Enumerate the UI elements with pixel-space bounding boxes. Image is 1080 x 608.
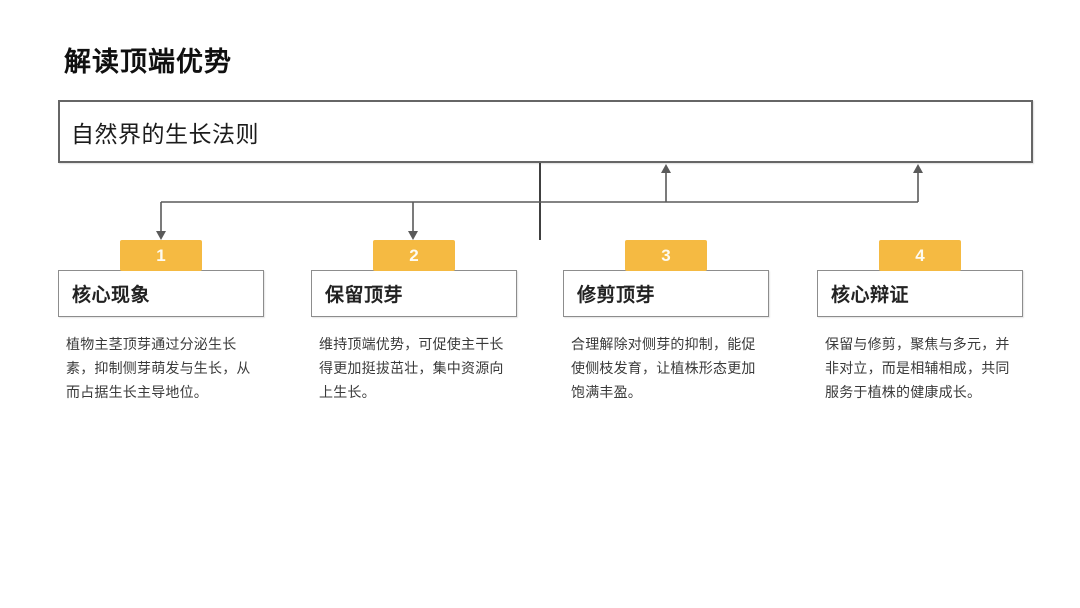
step-badge: 3 [625, 240, 707, 271]
arrowhead-down-step-2 [408, 231, 418, 240]
arrowhead-down-step-1 [156, 231, 166, 240]
step-badge: 4 [879, 240, 961, 271]
column-step-4: 4 核心辩证 保留与修剪，聚焦与多元，并非对立，而是相辅相成，共同服务于植株的健… [817, 240, 1023, 404]
step-heading-box: 核心现象 [58, 270, 264, 317]
step-heading-label: 保留顶芽 [325, 285, 404, 306]
arrowhead-up-step-3 [661, 164, 671, 173]
step-description: 维持顶端优势，可促使主干长得更加挺拔茁壮，集中资源向上生长。 [319, 336, 504, 400]
root-rule-box: 自然界的生长法则 [58, 100, 1033, 163]
step-description: 植物主茎顶芽通过分泌生长素，抑制侧芽萌发与生长，从而占据生长主导地位。 [66, 336, 251, 400]
column-step-2: 2 保留顶芽 维持顶端优势，可促使主干长得更加挺拔茁壮，集中资源向上生长。 [311, 240, 517, 404]
arrowhead-up-step-4 [913, 164, 923, 173]
step-heading-box: 保留顶芽 [311, 270, 517, 317]
column-step-1: 1 核心现象 植物主茎顶芽通过分泌生长素，抑制侧芽萌发与生长，从而占据生长主导地… [58, 240, 264, 404]
step-heading-box: 修剪顶芽 [563, 270, 769, 317]
step-badge: 1 [120, 240, 202, 271]
root-rule-label: 自然界的生长法则 [71, 120, 259, 147]
column-step-3: 3 修剪顶芽 合理解除对侧芽的抑制，能促使侧枝发育，让植株形态更加饱满丰盈。 [563, 240, 769, 404]
step-heading-label: 核心辩证 [831, 285, 910, 306]
step-heading-label: 核心现象 [72, 285, 151, 306]
step-description: 合理解除对侧芽的抑制，能促使侧枝发育，让植株形态更加饱满丰盈。 [571, 336, 756, 400]
step-badge: 2 [373, 240, 455, 271]
step-description: 保留与修剪，聚焦与多元，并非对立，而是相辅相成，共同服务于植株的健康成长。 [825, 336, 1010, 400]
step-heading-label: 修剪顶芽 [577, 285, 656, 306]
page-title: 解读顶端优势 [64, 47, 232, 77]
step-heading-box: 核心辩证 [817, 270, 1023, 317]
